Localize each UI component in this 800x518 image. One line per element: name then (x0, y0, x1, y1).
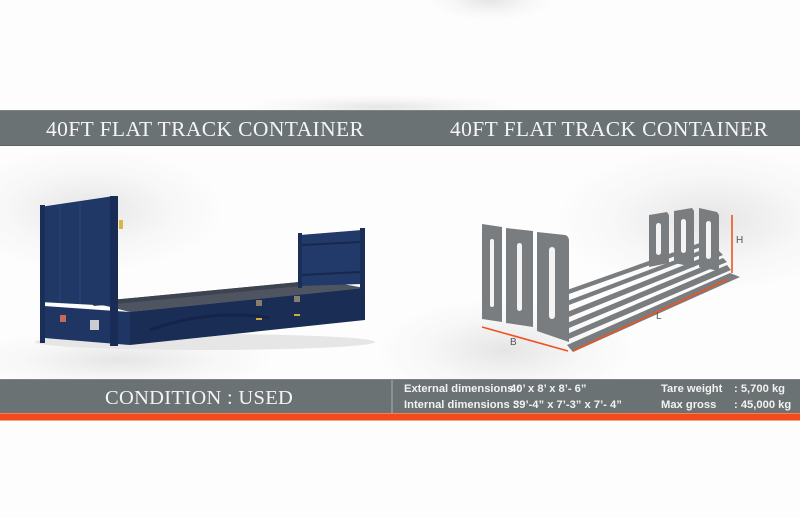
height-label: H (736, 235, 744, 246)
external-dimensions-label: External dimensions : (404, 383, 521, 395)
product-title-left: 40FT FLAT TRACK CONTAINER (46, 117, 365, 141)
tare-weight-label: Tare weight (661, 383, 723, 395)
max-gross-value: : 45,000 kg (734, 399, 792, 411)
flat-rack-outline-diagram (481, 208, 740, 352)
external-dimensions-value: 40’ x 8’ x 8’- 6” (510, 383, 587, 395)
banner-divider (391, 380, 393, 415)
condition-label: CONDITION : USED (105, 387, 294, 409)
flat-rack-container-illustration (35, 196, 375, 350)
title-banner: 40FT FLAT TRACK CONTAINER 40FT FLAT TRAC… (0, 110, 800, 146)
container-photo (30, 190, 380, 355)
max-gross-label: Max gross (661, 399, 717, 411)
internal-dimensions-label: Internal dimensions : (404, 399, 517, 411)
internal-dimensions-value: 39’-4” x 7’-3” x 7’- 4” (513, 399, 622, 411)
length-label: L (656, 311, 662, 322)
accent-stripe (0, 414, 800, 420)
spec-banner: CONDITION : USED External dimensions : 4… (0, 379, 800, 415)
tare-weight-value: : 5,700 kg (734, 383, 785, 395)
product-title-right: 40FT FLAT TRACK CONTAINER (450, 117, 769, 141)
background-texture (430, 0, 550, 20)
dimension-diagram: H L B (455, 195, 755, 355)
breadth-label: B (510, 337, 517, 348)
